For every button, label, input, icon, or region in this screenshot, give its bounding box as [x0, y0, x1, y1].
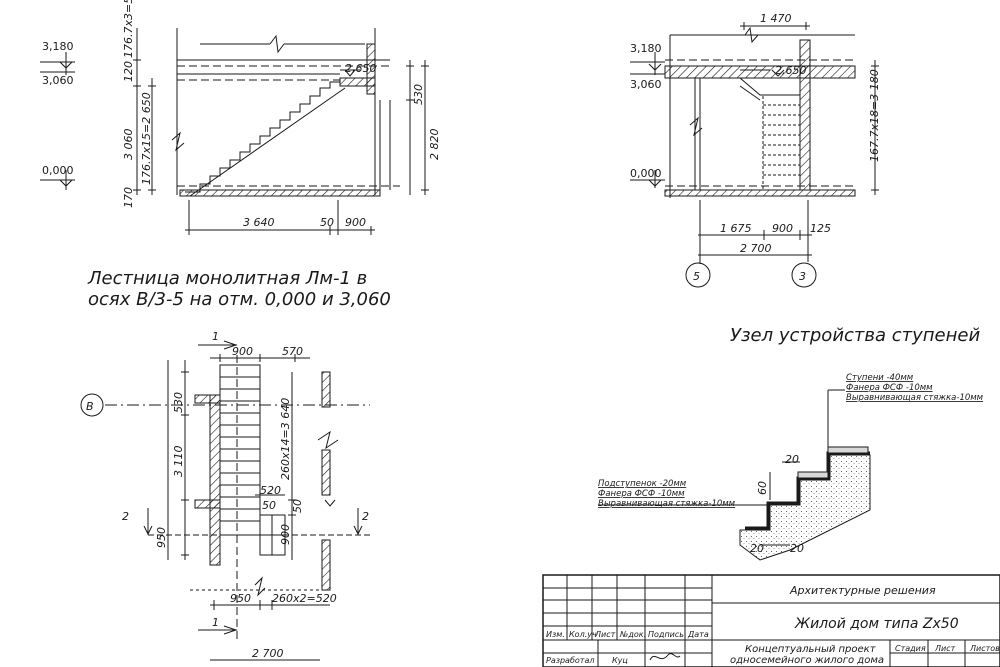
dim-plan-2700: 2 700 — [252, 647, 284, 660]
dim-stairs-b: 167.7x18=3 180 — [868, 69, 881, 162]
dim-plan-530: 530 — [172, 392, 185, 413]
level-floor-label: 3,060 — [42, 74, 74, 87]
role-label: Разработал — [546, 656, 594, 665]
section-b-texts: 3,180 3,060 0,000 2,650 1 470 167.7x18=3… — [630, 12, 881, 283]
level-top-label-b: 3,180 — [630, 42, 662, 55]
header-izm: Изм. — [546, 630, 565, 639]
dim-top-flight: 176.7x3=530 — [122, 0, 135, 58]
dim-1675: 1 675 — [720, 222, 752, 235]
tread-layer-3: Выравнивающая стяжка-10мм — [846, 393, 984, 403]
dim-plan-570: 570 — [282, 345, 303, 358]
header-koluch: Кол.уч — [569, 630, 597, 639]
tread-layer-2: Фанера ФСФ -10мм — [846, 383, 933, 393]
level-zero-label: 0,000 — [42, 164, 74, 177]
stair-section-longitudinal — [40, 28, 429, 235]
riser-layer-2: Фанера ФСФ -10мм — [598, 489, 685, 499]
plan-stair-treads — [219, 364, 261, 536]
dim-plan-900b: 900 — [279, 524, 292, 545]
node-texts: Ступени -40мм Фанера ФСФ -10мм Выравнива… — [598, 373, 984, 555]
header-data: Дата — [687, 630, 709, 639]
dim-plan-3110: 3 110 — [172, 446, 185, 478]
level-zero-label-b: 0,000 — [630, 167, 662, 180]
tread-layer-1: Ступени -40мм — [846, 373, 914, 383]
dim-900-b: 900 — [772, 222, 793, 235]
dim-170: 170 — [122, 187, 135, 208]
level-marker-top-b — [630, 52, 665, 75]
dim-node-20b: 20 — [750, 542, 764, 555]
section-a-texts: 3,180 3,060 0,000 2,650 176.7x3=530 120 … — [42, 0, 441, 229]
title-block-texts: Архитектурные решения Жилой дом типа Zх5… — [546, 584, 1000, 666]
title-description-1: Концептуальный проект — [745, 644, 877, 655]
header-podpis: Подпись — [648, 630, 684, 639]
dim-3060: 3 060 — [122, 129, 135, 161]
dim-2820: 2 820 — [428, 129, 441, 161]
dim-plan-260x2: 260x2=520 — [272, 592, 337, 605]
dim-node-20a: 20 — [785, 453, 799, 466]
level-landing-label: 2,650 — [345, 62, 377, 75]
dim-1470: 1 470 — [760, 12, 792, 25]
dim-3640: 3 640 — [243, 216, 275, 229]
axis-bubble-5 — [685, 262, 711, 288]
cut-label-2-left: 2 — [122, 510, 129, 523]
dim-plan-950b: 950 — [230, 592, 251, 605]
step-node-detail — [598, 389, 871, 561]
cut-label-2-right: 2 — [362, 510, 369, 523]
stair-plan — [80, 340, 370, 661]
header-list: Лист — [594, 630, 616, 639]
dim-plan-50a: 50 — [262, 499, 276, 512]
stair-steps-elevation — [762, 94, 801, 191]
caption-node: Узел устройства ступеней — [730, 325, 980, 346]
dim-plan-steps: 260x14=3 640 — [279, 398, 292, 480]
riser-layer-1: Подступенок -20мм — [598, 479, 687, 489]
dim-flight: 176.7x15=2 650 — [140, 92, 153, 185]
person-name: Куц — [612, 656, 628, 665]
dim-plan-520: 520 — [260, 484, 281, 497]
level-floor-label-b: 3,060 — [630, 78, 662, 91]
level-marker-zero — [40, 170, 75, 190]
level-marker-zero-b — [630, 170, 665, 188]
dim-plan-900: 900 — [232, 345, 253, 358]
dim-node-60: 60 — [756, 481, 769, 495]
axis-bubble-v — [80, 393, 104, 417]
axis-bubble-3 — [791, 262, 817, 288]
title-project: Жилой дом типа Zх50 — [794, 616, 959, 632]
caption-stair-line2: осях В/3-5 на отм. 0,000 и 3,060 — [88, 289, 391, 310]
axis-label-3: 3 — [799, 270, 806, 283]
title-section: Архитектурные решения — [789, 584, 936, 597]
cut-label-1-bottom: 1 — [212, 616, 219, 629]
dim-125: 125 — [810, 222, 831, 235]
riser-layer-3: Выравнивающая стяжка-10мм — [598, 499, 736, 509]
level-marker-top — [40, 52, 75, 75]
title-block — [542, 574, 1000, 667]
dim-plan-950: 950 — [155, 527, 168, 548]
dim-900: 900 — [345, 216, 366, 229]
dim-plan-50b: 50 — [291, 499, 304, 513]
level-top-label: 3,180 — [42, 40, 74, 53]
axis-label-v: В — [86, 400, 94, 413]
caption-stair-line1: Лестница монолитная Лм-1 в — [87, 268, 367, 289]
axis-label-5: 5 — [693, 270, 700, 283]
cut-label-1-top: 1 — [212, 330, 219, 343]
dim-2700-b: 2 700 — [740, 242, 772, 255]
stage-header-list: Лист — [934, 644, 956, 653]
dim-50: 50 — [320, 216, 334, 229]
title-description-2: односемейного жилого дома — [730, 655, 884, 666]
dim-node-20c: 20 — [790, 542, 804, 555]
stage-header-stadiya: Стадия — [895, 644, 926, 653]
dim-530: 530 — [412, 84, 425, 105]
dim-120: 120 — [122, 61, 135, 82]
stage-header-listov: Листов — [969, 644, 1000, 653]
header-ndok: №док. — [619, 630, 646, 639]
plan-texts: В 1 1 2 2 900 570 530 3 110 950 260x14=3… — [86, 330, 369, 660]
level-landing-label-b: 2,650 — [775, 64, 807, 77]
stair-section-transverse — [630, 22, 879, 288]
